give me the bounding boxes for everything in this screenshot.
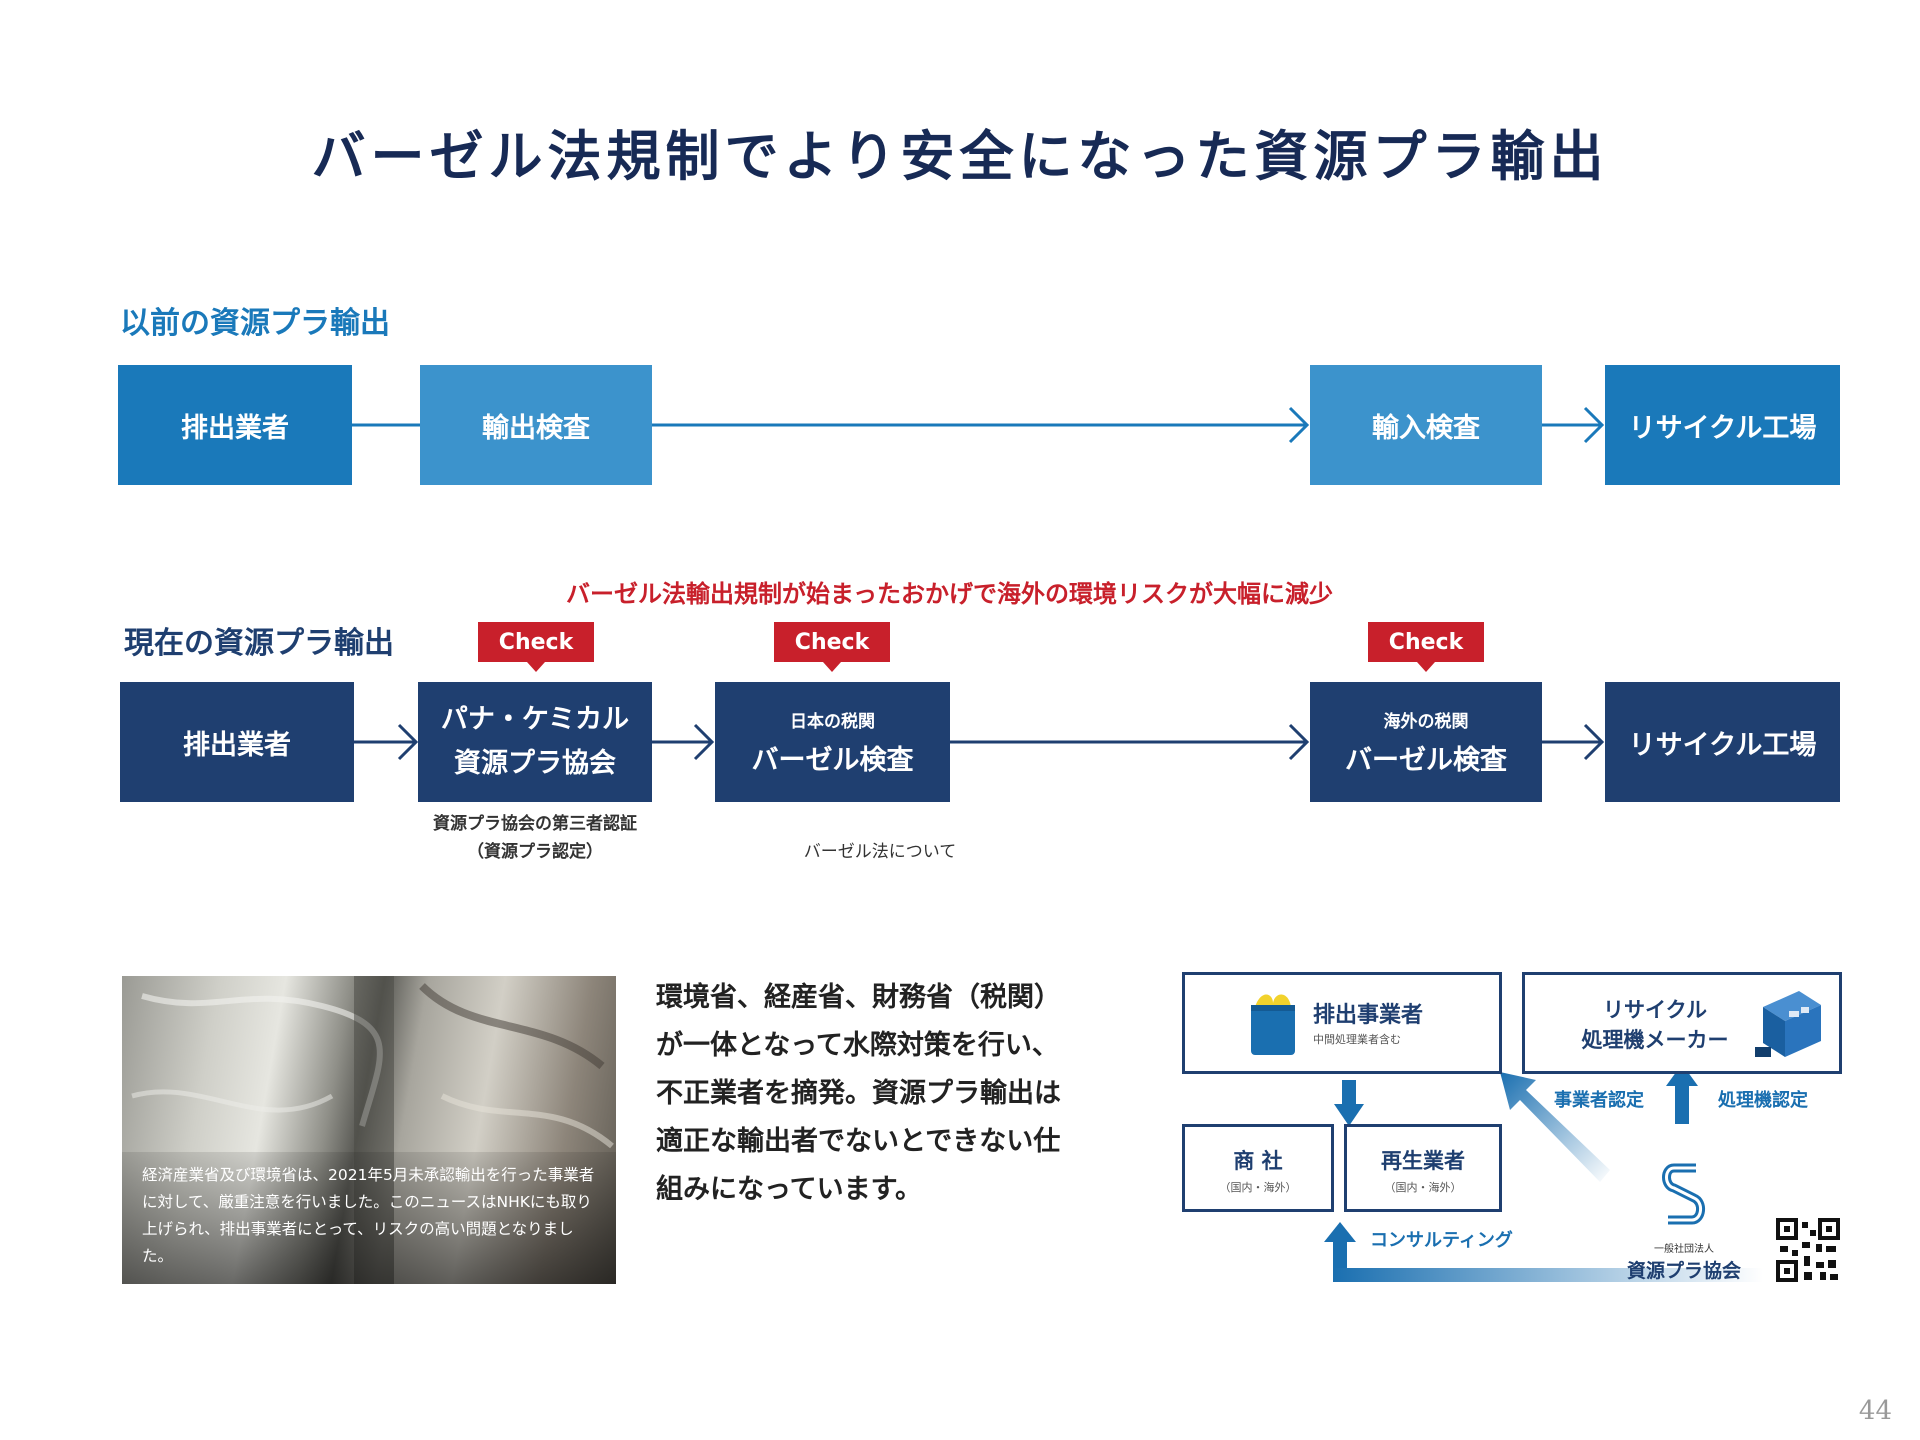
before-box-export-label: 輸出検査 (482, 412, 590, 444)
diagram-emitter-sub: 中間処理業者含む (1313, 1033, 1401, 1046)
basel-law-link[interactable]: バーゼル法について (803, 842, 957, 862)
qr-code-icon[interactable] (1776, 1218, 1840, 1282)
diagram-maker-label: リサイクル 処理機メーカー (1565, 995, 1745, 1055)
association-caption-line-1: 資源プラ協会の第三者認証 (433, 814, 637, 834)
relationship-diagram-arrows (1324, 1064, 1763, 1282)
body-line-4: 適正な輸出者でないとできない仕 (656, 1126, 1061, 1157)
machine-icon (1755, 991, 1821, 1057)
body-line-5: 組みになっています。 (656, 1174, 922, 1205)
diagram-cert-machine: 処理機認定 (1718, 1090, 1808, 1111)
body-line-1: 環境省、経産省、財務省（税関） (656, 982, 1061, 1013)
before-box-recycle-plant: リサイクル工場 (1605, 365, 1840, 485)
current-box-japan-customs: 日本の税関 バーゼル検査 (715, 682, 950, 802)
page-number: 44 (1858, 1396, 1892, 1426)
news-photo: 経済産業省及び環境省は、2021年5月未承認輸出を行った事業者に対して、厳重注意… (122, 976, 616, 1284)
current-box-foreign-customs: 海外の税関 バーゼル検査 (1310, 682, 1542, 802)
before-box-emitter: 排出業者 (118, 365, 352, 485)
current-arrowhead-4 (1583, 723, 1605, 761)
diagram-recycler-label: 再生業者 (1381, 1149, 1465, 1173)
current-arrowhead-2 (693, 723, 715, 761)
association-caption-line-2: （資源プラ認定） (467, 842, 603, 862)
diagram-trader-sub: （国内・海外） (1219, 1181, 1297, 1194)
diagram-trader-label: 商 社 (1233, 1149, 1283, 1173)
diagram-maker-line-2: 処理機メーカー (1581, 1028, 1729, 1052)
diagram-recycler-box: 再生業者 （国内・海外） (1344, 1124, 1502, 1212)
diagram-recycler-sub: （国内・海外） (1384, 1181, 1462, 1194)
current-box-emitter-label: 排出業者 (183, 729, 291, 761)
before-arrowhead-2 (1583, 406, 1605, 444)
bag-icon (1251, 994, 1295, 1055)
body-line-2: が一体となって水際対策を行い、 (656, 1030, 1059, 1061)
before-box-import-label: 輸入検査 (1372, 412, 1480, 444)
diagram-emitter-box: 排出事業者 中間処理業者含む (1182, 972, 1502, 1074)
current-arrowhead-3 (1288, 723, 1310, 761)
japan-customs-label: 日本の税関 (790, 712, 875, 732)
current-arrowhead-1 (397, 723, 419, 761)
foreign-basel-inspection-label: バーゼル検査 (1345, 745, 1507, 776)
before-box-recycle-label: リサイクル工場 (1628, 412, 1817, 444)
japan-basel-inspection-label: バーゼル検査 (751, 745, 914, 776)
before-section-label: 以前の資源プラ輸出 (120, 306, 390, 341)
diagram-trader-box: 商 社 （国内・海外） (1182, 1124, 1334, 1212)
diagram-maker-line-1: リサイクル (1603, 998, 1707, 1022)
current-box-recycle-plant: リサイクル工場 (1605, 682, 1840, 802)
association-logo-icon (1662, 1163, 1705, 1225)
photo-caption: 経済産業省及び環境省は、2021年5月未承認輸出を行った事業者に対して、厳重注意… (122, 1152, 616, 1284)
diagram-cert-business: 事業者認定 (1554, 1090, 1644, 1111)
foreign-customs-label: 海外の税関 (1383, 712, 1469, 732)
current-box-association: パナ・ケミカル 資源プラ協会 (418, 682, 652, 802)
current-section-label: 現在の資源プラ輸出 (124, 626, 394, 661)
body-line-3: 不正業者を摘発。資源プラ輸出は (656, 1078, 1061, 1109)
before-box-import-inspection: 輸入検査 (1310, 365, 1542, 485)
current-box-emitter: 排出業者 (120, 682, 354, 802)
diagram-maker-box: リサイクル 処理機メーカー (1522, 972, 1842, 1074)
before-box-emitter-label: 排出業者 (181, 412, 289, 444)
current-box-recycle-label: リサイクル工場 (1628, 729, 1817, 761)
check-badge-1: Check (478, 622, 594, 672)
check-badge-3: Check (1368, 622, 1484, 672)
slide-title: バーゼル法規制でより安全になった資源プラ輸出 (311, 125, 1609, 188)
check-badge-2: Check (774, 622, 890, 672)
risk-reduction-note: バーゼル法輸出規制が始まったおかげで海外の環境リスクが大幅に減少 (566, 580, 1334, 608)
association-small-label: 一般社団法人 (1654, 1244, 1714, 1255)
diagram-consulting-label: コンサルティング (1370, 1230, 1513, 1251)
diagram-emitter-label: 排出事業者 (1313, 1003, 1424, 1028)
association-name: 資源プラ協会 (1626, 1260, 1741, 1282)
body-paragraph: 環境省、経産省、財務省（税関） が一体となって水際対策を行い、 不正業者を摘発。… (656, 974, 1116, 1214)
association-line-2: 資源プラ協会 (454, 748, 616, 779)
association-line-1: パナ・ケミカル (440, 704, 630, 735)
association-caption: 資源プラ協会の第三者認証 （資源プラ認定） (400, 810, 670, 866)
before-arrowhead-1 (1288, 406, 1310, 444)
before-box-export-inspection: 輸出検査 (420, 365, 652, 485)
